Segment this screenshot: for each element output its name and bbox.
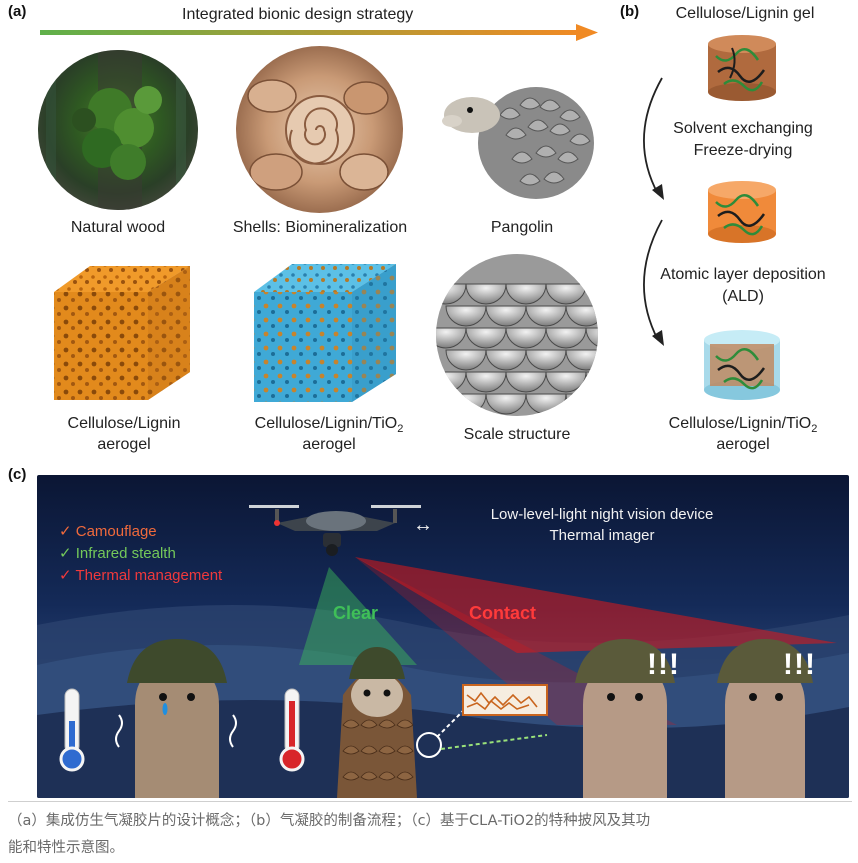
natural-wood-image xyxy=(38,50,198,210)
feature-thermal-management: ✓ Thermal management xyxy=(59,567,223,584)
scale-structure-caption: Scale structure xyxy=(463,426,571,443)
figure-caption-line1: （a）集成仿生气凝胶片的设计概念；（b）气凝胶的制备流程；（c）基于CLA-Ti… xyxy=(8,813,651,829)
device-label-line2: Thermal imager xyxy=(549,527,655,544)
contact-label: Contact xyxy=(469,603,536,623)
process-1-line1: Solvent exchanging xyxy=(673,120,813,137)
cat-soldier-1 xyxy=(115,639,237,798)
process-1-line2: Freeze-drying xyxy=(693,142,793,159)
cellulose-lignin-caption-line2: aerogel xyxy=(97,436,151,453)
figure-caption-line2: 能和特性示意图。 xyxy=(8,840,124,856)
caption-divider xyxy=(8,801,852,802)
panel-b-label: (b) xyxy=(620,3,640,20)
feature-camouflage: ✓ Camouflage xyxy=(59,523,157,540)
panel-c-label: (c) xyxy=(8,466,27,483)
final-aerogel-line2: aerogel xyxy=(716,436,770,453)
device-label-line1: Low-level-light night vision device xyxy=(490,506,714,523)
drone-icon xyxy=(249,505,421,556)
feature-infrared-stealth: ✓ Infrared stealth xyxy=(59,545,176,562)
process-arrow-1 xyxy=(643,77,664,200)
thermometer-hot-icon xyxy=(279,688,305,772)
clear-label: Clear xyxy=(333,603,379,623)
aerogel-cylinder xyxy=(708,181,776,243)
process-2-line2: (ALD) xyxy=(722,288,764,305)
thermometer-cold-icon xyxy=(59,688,85,772)
cellulose-lignin-tio2-caption-line1: Cellulose/Lignin/TiO2 xyxy=(254,415,404,436)
gradient-arrow xyxy=(40,24,598,41)
alert-mark-1: !!! xyxy=(647,648,680,681)
alert-mark-2: !!! xyxy=(783,648,816,681)
shells-caption: Shells: Biomineralization xyxy=(232,219,408,236)
cat-soldier-4 xyxy=(717,639,813,798)
cellulose-lignin-aerogel-cube xyxy=(54,266,190,400)
cellulose-lignin-caption-line1: Cellulose/Lignin xyxy=(67,415,181,432)
panel-a-arrow-title: Integrated bionic design strategy xyxy=(182,6,414,23)
gel-cylinder xyxy=(708,35,776,101)
panel-a-label: (a) xyxy=(8,3,27,20)
natural-wood-caption: Natural wood xyxy=(70,219,166,236)
process-arrow-2 xyxy=(643,219,664,346)
feature-list: ✓ Camouflage ✓ Infrared stealth ✓ Therma… xyxy=(59,521,222,587)
final-aerogel-line1: Cellulose/Lignin/TiO2 xyxy=(668,415,818,436)
scale-structure-image xyxy=(436,254,598,416)
double-arrow-icon: ↔ xyxy=(413,514,433,536)
cellulose-lignin-tio2-caption-line2: aerogel xyxy=(302,436,356,453)
cellulose-lignin-gel-label: Cellulose/Lignin gel xyxy=(675,5,815,22)
process-2-line1: Atomic layer deposition xyxy=(660,266,826,283)
pangolin-caption: Pangolin xyxy=(490,219,554,236)
tio2-coated-cylinder xyxy=(704,330,780,400)
pangolin-image xyxy=(442,87,594,199)
cat-soldier-3 xyxy=(575,639,675,798)
shells-image xyxy=(236,46,403,213)
soldier-figures xyxy=(59,639,813,798)
cat-soldier-cloaked xyxy=(337,647,548,798)
cellulose-lignin-tio2-aerogel-cube xyxy=(254,264,396,402)
panel-c-scene: ✓ Camouflage ✓ Infrared stealth ✓ Therma… xyxy=(37,475,849,798)
